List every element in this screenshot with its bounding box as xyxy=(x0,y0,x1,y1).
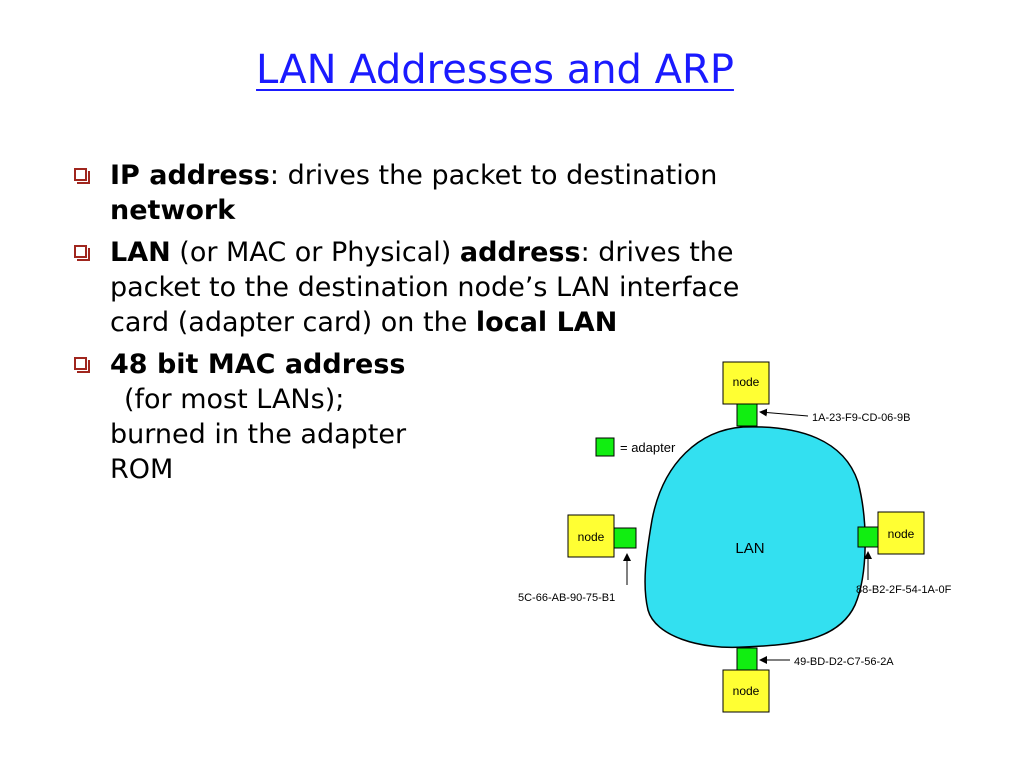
bullet-lan-address: LAN (or MAC or Physical) address: drives… xyxy=(72,235,892,340)
legend-adapter-swatch xyxy=(595,437,615,457)
legend-adapter-label: = adapter xyxy=(620,440,676,455)
node-left-label: node xyxy=(578,530,605,544)
bullet-box-icon xyxy=(74,168,90,184)
mac-address-term: 48 bit MAC address xyxy=(110,349,406,380)
lan-cloud xyxy=(644,426,866,649)
ip-address-term: IP address xyxy=(110,160,270,191)
network-term: network xyxy=(110,195,236,226)
lan-desc-3: card (adapter card) on the xyxy=(110,307,476,338)
adapter-top xyxy=(736,403,758,427)
bullet-ip-address: IP address: drives the packet to destina… xyxy=(72,158,892,228)
bullet-lan-line-1: LAN (or MAC or Physical) address: drives… xyxy=(110,235,892,270)
adapter-left xyxy=(613,527,637,549)
ip-address-desc: : drives the packet to destination xyxy=(269,160,718,191)
node-top xyxy=(722,361,770,405)
node-bottom-label: node xyxy=(733,684,760,698)
bullet-list: IP address: drives the packet to destina… xyxy=(72,158,892,494)
node-right xyxy=(877,511,925,555)
bullet-box-icon xyxy=(74,245,90,261)
mac-desc-3: ROM xyxy=(110,454,174,485)
local-lan-term: local LAN xyxy=(475,307,618,338)
node-right-label: node xyxy=(888,527,915,541)
mac-left: 5C-66-AB-90-75-B1 xyxy=(518,592,615,604)
adapter-right xyxy=(857,526,879,548)
bullet-ip-line-1: IP address: drives the packet to destina… xyxy=(110,158,892,193)
node-top-label: node xyxy=(733,375,760,389)
adapter-bottom xyxy=(736,647,758,671)
bullet-lan-line-3: card (adapter card) on the local LAN xyxy=(110,305,892,340)
lan-label: LAN xyxy=(735,540,764,557)
mac-bottom: 49-BD-D2-C7-56-2A xyxy=(794,656,894,668)
mac-desc-1: (for most LANs); xyxy=(124,384,345,415)
mac-top: 1A-23-F9-CD-06-9B xyxy=(812,412,910,424)
node-bottom xyxy=(722,669,770,713)
lan-desc-1: : drives the xyxy=(580,237,734,268)
bullet-mac-address: 48 bit MAC address (for most LANs); burn… xyxy=(72,347,470,487)
slide-title: LAN Addresses and ARP xyxy=(256,47,734,93)
address-term: address xyxy=(459,237,581,268)
arrow-top xyxy=(759,408,809,417)
mac-desc-2: burned in the adapter xyxy=(110,419,407,450)
node-left xyxy=(567,514,615,558)
lan-term: LAN xyxy=(110,237,171,268)
lan-paren-text: (or MAC or Physical) xyxy=(170,237,460,268)
lan-desc-2: packet to the destination node’s LAN int… xyxy=(110,272,740,303)
mac-right: 88-B2-2F-54-1A-0F xyxy=(856,584,952,596)
bullet-box-icon xyxy=(74,357,90,373)
